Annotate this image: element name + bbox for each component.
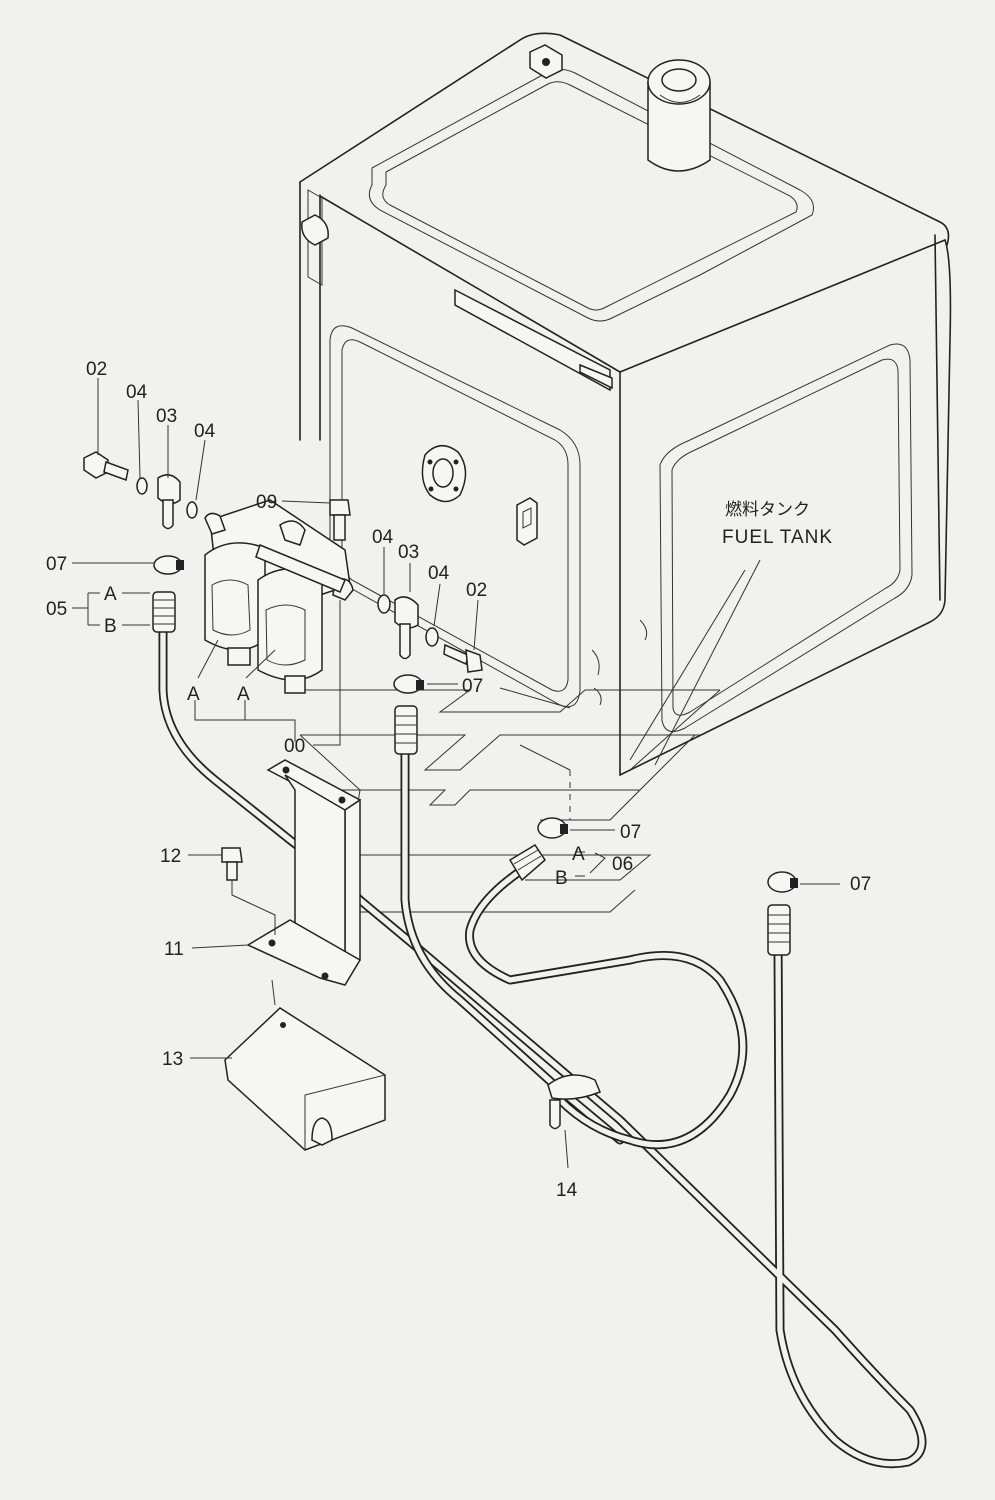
banjo-fitting-right	[377, 594, 483, 673]
callout-04-left-a: 04	[126, 382, 148, 403]
hose-07-vertical	[394, 705, 625, 1145]
callout-00: 00	[284, 736, 305, 757]
fuel-filter-assembly	[204, 499, 354, 694]
callout-06-b: B	[555, 868, 568, 889]
callout-04-right-b: 04	[428, 563, 450, 584]
hose-right-fitting	[767, 904, 791, 956]
callout-09: 09	[256, 492, 277, 513]
flow-arrow-outline	[299, 559, 761, 913]
callout-04-left-b: 04	[194, 421, 216, 442]
clamp-07-c	[537, 817, 568, 839]
callout-06-a: A	[572, 844, 585, 865]
callout-05-a: A	[104, 584, 117, 605]
callout-05: 05	[46, 599, 67, 620]
callout-02-left: 02	[86, 359, 107, 380]
callout-filter-a-2: A	[237, 684, 250, 705]
callout-07-bottom: 07	[620, 822, 641, 843]
clamp-07-d	[767, 871, 798, 893]
hose-06	[465, 843, 748, 1150]
tank-label-en: FUEL TANK	[722, 527, 833, 548]
banjo-fitting-left	[83, 451, 198, 530]
fuel-tank	[299, 32, 952, 820]
callout-11: 11	[164, 939, 184, 960]
callout-05-b: B	[104, 616, 117, 637]
callout-06: 06	[612, 854, 633, 875]
cover-13	[224, 1007, 386, 1151]
tank-label-jp: 燃料タンク	[725, 500, 810, 520]
callout-07-mid: 07	[462, 676, 483, 697]
filter-bowl-1	[204, 542, 266, 666]
filter-bowl-2	[257, 567, 323, 694]
callout-03-left: 03	[156, 406, 177, 427]
filler-neck	[647, 59, 711, 172]
hose-clip-14	[547, 1074, 601, 1130]
callout-02-right: 02	[466, 580, 487, 601]
callout-14: 14	[556, 1180, 578, 1201]
hose-05	[152, 591, 927, 1469]
callout-04-right-a: 04	[372, 527, 394, 548]
callout-labels: 燃料タンク FUEL TANK 02 04 03 04 07 05 A B 09…	[46, 359, 871, 1201]
callout-filter-a-1: A	[187, 684, 200, 705]
leader-lines	[72, 378, 840, 1169]
clamp-07-b	[393, 674, 424, 694]
clamp-07-a	[153, 555, 184, 575]
callout-07-left: 07	[46, 554, 67, 575]
callout-12: 12	[160, 846, 181, 867]
bolt-12	[221, 847, 276, 935]
callout-13: 13	[162, 1049, 183, 1070]
port-flange	[421, 445, 467, 503]
callout-03-right: 03	[398, 542, 419, 563]
bolt-09	[329, 499, 351, 541]
callout-07-right: 07	[850, 874, 871, 895]
bracket-11	[246, 759, 362, 986]
